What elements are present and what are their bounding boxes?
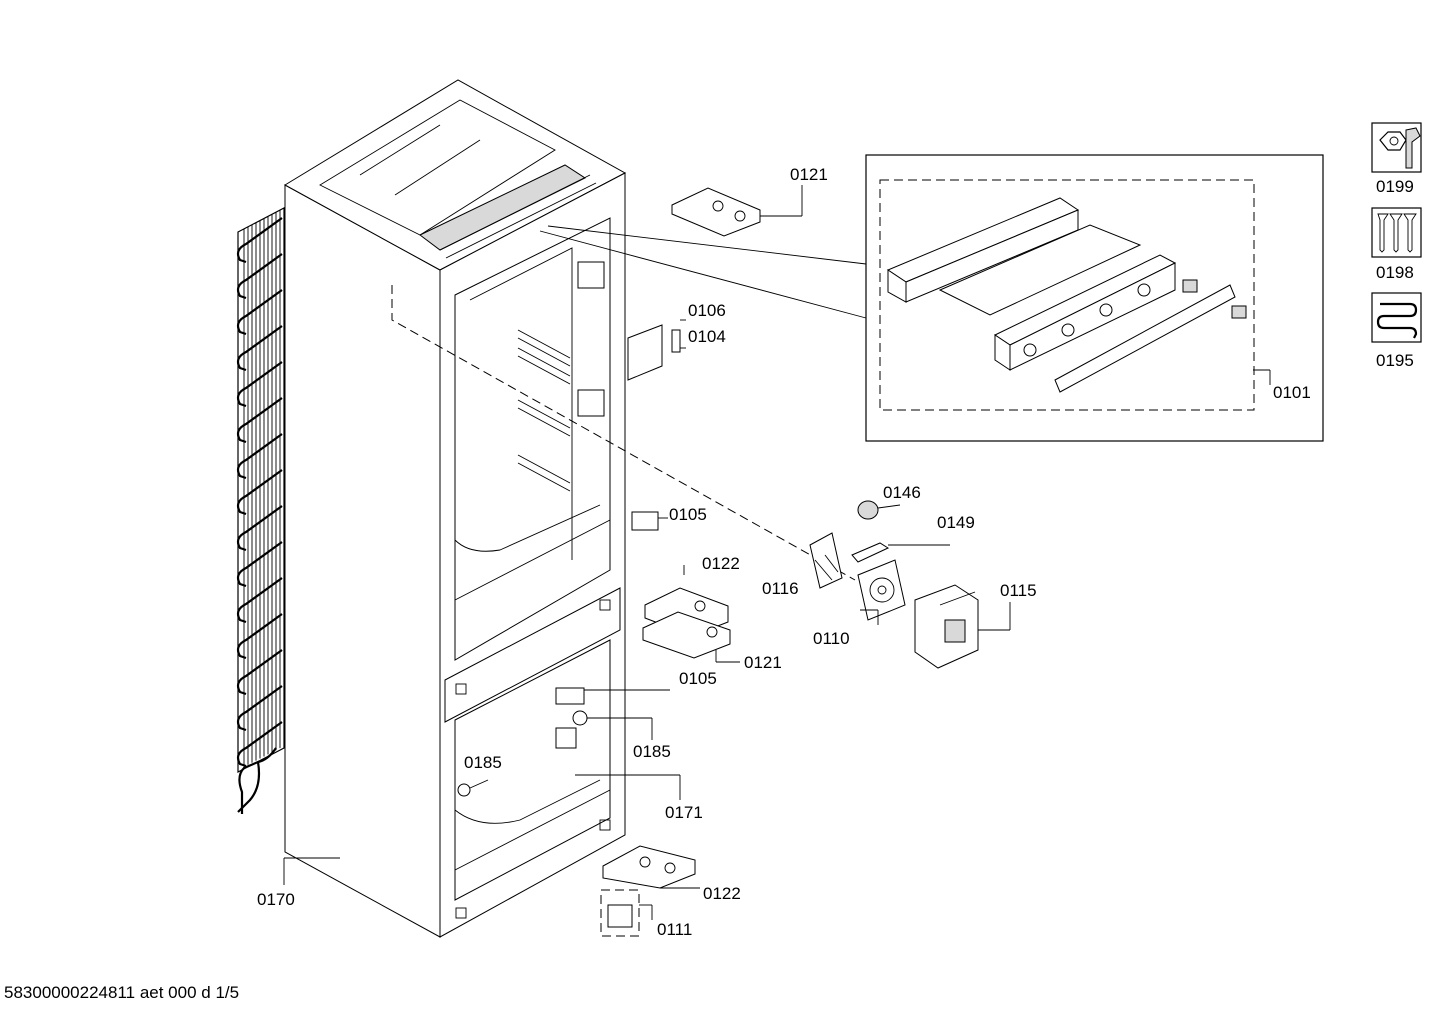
cover-plate [627, 324, 663, 381]
leader-dashed [391, 285, 856, 581]
small-clip [671, 329, 681, 353]
bracket-0149 [851, 542, 890, 563]
callout-0170: 0170 [257, 890, 295, 909]
knob-0146 [857, 500, 879, 520]
condenser-coil [236, 210, 283, 768]
heating-coil-icon [1371, 292, 1422, 343]
nut-and-wrench-icon [1371, 122, 1422, 173]
sensor-right [572, 710, 588, 726]
fan-housing [914, 584, 979, 669]
callout-0146: 0146 [883, 483, 921, 502]
hinge-bottom [602, 845, 696, 889]
icon-code-0199: 0199 [1376, 177, 1414, 196]
callout-0121-mid: 0121 [744, 653, 782, 672]
callout-0185-left: 0185 [464, 753, 502, 772]
callout-0116: 0116 [762, 579, 799, 598]
callout-0105-low: 0105 [679, 669, 717, 688]
fridge-cabinet [284, 79, 627, 938]
callout-0185-right: 0185 [633, 742, 671, 761]
callout-0149: 0149 [937, 513, 975, 532]
callout-0121-top: 0121 [790, 165, 828, 184]
sensor-left [457, 783, 471, 797]
callout-0106: 0106 [688, 301, 726, 320]
fan-cover [809, 532, 843, 589]
callout-0122-mid: 0122 [702, 554, 740, 573]
condenser-frame [237, 207, 285, 773]
icon-code-0195: 0195 [1376, 351, 1414, 370]
adjustable-foot [607, 904, 633, 928]
icon-code-0198: 0198 [1376, 263, 1414, 282]
callout-0171: 0171 [665, 803, 703, 822]
condenser-pipe [238, 747, 277, 814]
control-module-inset [539, 154, 1324, 442]
callout-0110: 0110 [813, 629, 850, 648]
callout-0122-low: 0122 [703, 884, 741, 903]
condenser-pipe-2 [237, 761, 261, 813]
hinge-top [671, 187, 761, 237]
foot-dashed-box [600, 889, 640, 937]
damper-part [555, 727, 577, 749]
light-module-lower [555, 687, 585, 705]
callout-0111: 0111 [657, 920, 692, 939]
document-id: 58300000224811 aet 000 d 1/5 [4, 983, 239, 1002]
callout-0104: 0104 [688, 327, 726, 346]
callout-0115: 0115 [1000, 581, 1037, 600]
light-module-upper [631, 511, 659, 531]
hinge-pair-mid [642, 587, 731, 659]
callout-0101: 0101 [1273, 383, 1311, 402]
callout-0105-mid: 0105 [669, 505, 707, 524]
screws-icon [1371, 207, 1422, 258]
fan-0110 [857, 559, 906, 621]
